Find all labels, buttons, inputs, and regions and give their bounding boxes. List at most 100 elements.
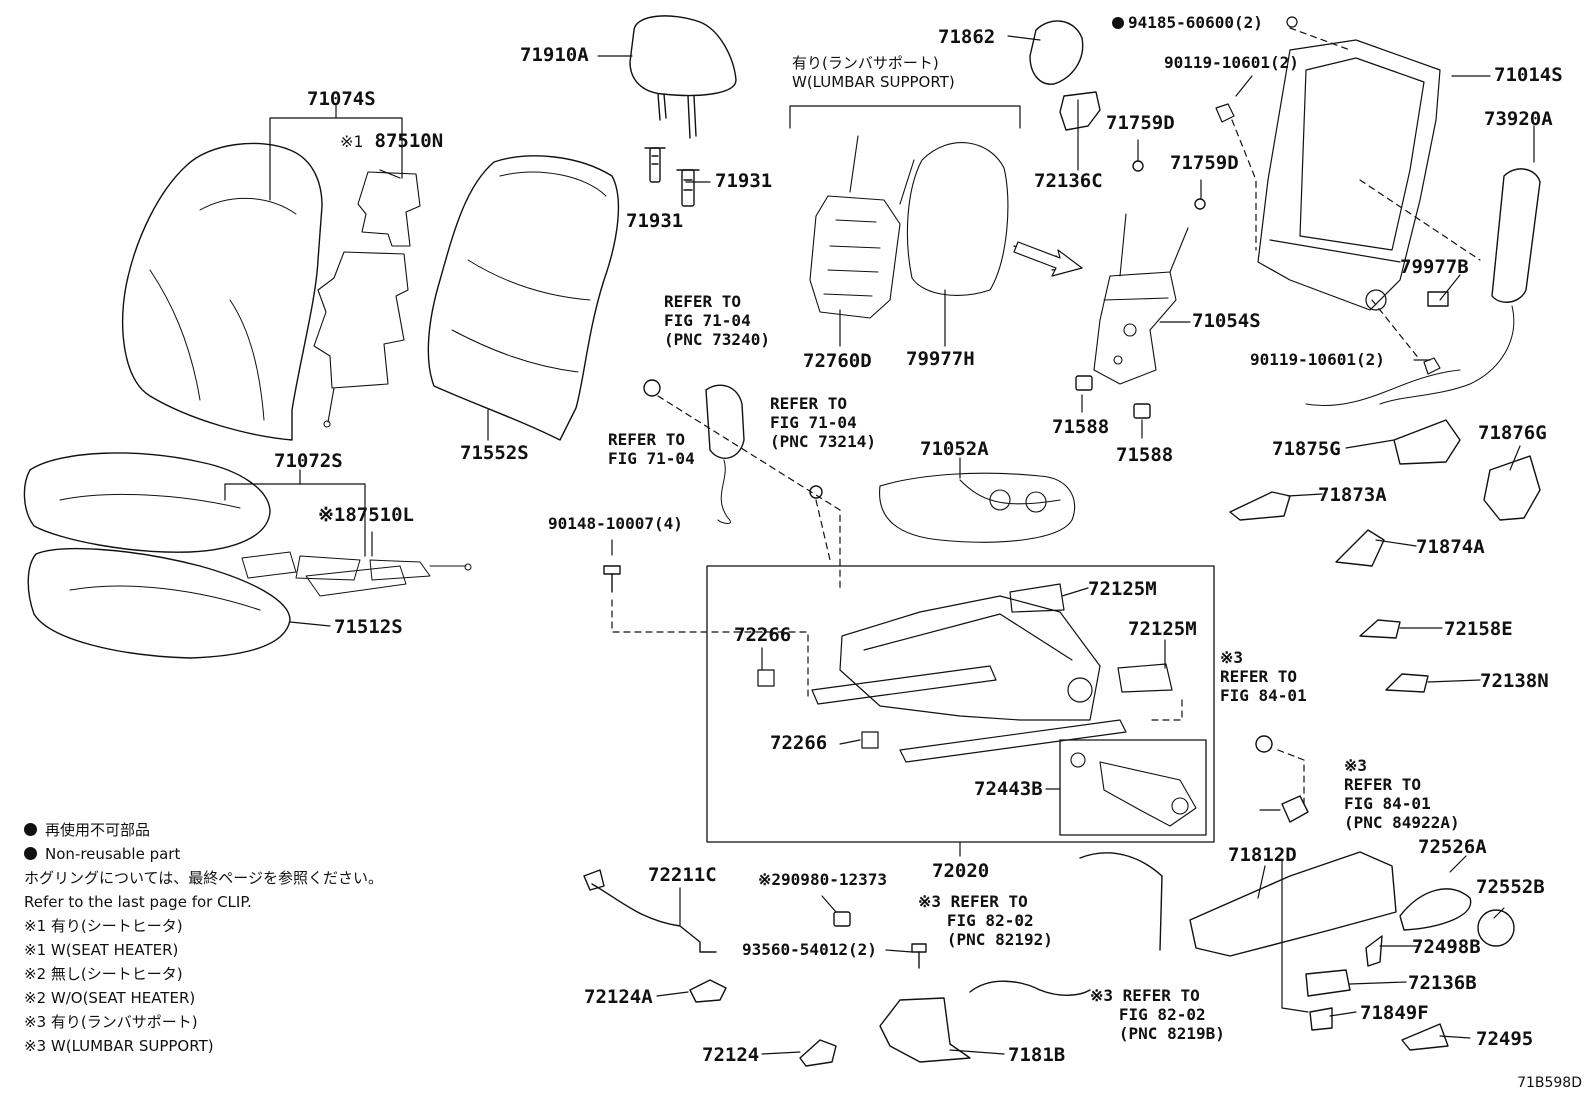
part-label-90148: 90148-10007(4) [548,514,683,533]
clip-90980-shape [833,911,851,927]
bolt-93560-shape [911,943,927,969]
part-72158e-shape [1359,619,1401,639]
grommet-b [809,485,823,499]
cushion-spring-frame-shape [879,472,1076,543]
cushion-heater-shape [241,551,472,597]
non-reusable-dot-icon [24,823,37,836]
72443b-detail-box [1059,739,1207,836]
part-label-71931-a: 71931 [715,170,773,192]
ref-note-73240[interactable]: REFER TO FIG 71-04 (PNC 73240) [664,292,770,349]
harness-right [1305,369,1461,407]
part-72136b-shape [1305,969,1351,997]
part-label-72266-b: 72266 [770,732,828,754]
part-label-94185-text: 94185-60600(2) [1128,13,1263,32]
legend-line-4: Refer to the last page for CLIP. [24,893,252,911]
legend-line-5: ※1 有り(シートヒータ) [24,917,183,935]
back-heater-shape [313,171,421,428]
part-label-71588-a: 71588 [1052,416,1110,438]
part-label-94185: 94185-60600(2) [1112,15,1263,31]
ref-note-8219B[interactable]: ※3 REFER TO FIG 82-02 (PNC 8219B) [1090,986,1225,1043]
part-71873a-shape [1229,491,1291,521]
part-label-72020: 72020 [932,860,990,882]
headrest-guides [644,147,700,207]
part-72124a-shape [689,979,727,1003]
knob-72552b-shape [1477,909,1515,947]
part-label-79977B: 79977B [1400,256,1469,278]
seatback-cover-shape [122,142,323,441]
seat-track-group-box [706,565,1215,843]
ref-note-84922A[interactable]: ※3 REFER TO FIG 84-01 (PNC 84922A) [1344,756,1460,832]
bolt-90148-shape [603,565,621,593]
part-label-71873A: 71873A [1318,484,1387,506]
part-71588-b [1133,403,1151,419]
part-label-71759D-a: 71759D [1106,112,1175,134]
part-label-72760D: 72760D [803,350,872,372]
ref-note-84-01-a[interactable]: ※3 REFER TO FIG 84-01 [1220,648,1307,705]
grommet-a [643,379,661,397]
part-label-71588-b: 71588 [1116,444,1174,466]
part-label-71812D: 71812D [1228,844,1297,866]
legend-row-2: Non-reusable part [24,842,383,866]
lumbar-header-en: W(LUMBAR SUPPORT) [792,73,955,91]
part-label-71862: 71862 [938,26,996,48]
seat-track-assembly-shape [757,583,1173,763]
legend-line-8: ※2 W/O(SEAT HEATER) [24,989,196,1007]
part-label-72266-a: 72266 [734,624,792,646]
bracket-7181b-shape [879,997,971,1063]
legend-line-2: Non-reusable part [45,845,181,863]
airbag-harness [1379,305,1515,405]
label-79977b-shape [1427,291,1449,307]
seatback-frame-shape [1215,16,1441,375]
buckle-harness [717,459,731,524]
legend-line-9: ※3 有り(ランバサポート) [24,1013,198,1031]
ref-note-82192[interactable]: ※3 REFER TO FIG 82-02 (PNC 82192) [918,892,1053,949]
legend-line-3: ホグリングについては、最終ページを参照ください。 [24,869,383,887]
part-72495-shape [1401,1023,1449,1051]
part-label-71910A: 71910A [520,44,589,66]
part-label-71875G: 71875G [1272,438,1341,460]
part-label-72136B: 72136B [1408,972,1477,994]
part-72498b-shape [1365,935,1383,967]
part-label-72124A: 72124A [584,986,653,1008]
part-label-71931-b: 71931 [626,210,684,232]
part-71875g-shape [1393,419,1461,465]
part-label-72125M-a: 72125M [1088,578,1157,600]
non-reusable-bullet-icon [1112,17,1124,29]
legend-line-10: ※3 W(LUMBAR SUPPORT) [24,1037,214,1055]
part-71876g-shape [1483,455,1541,521]
cover-72136c-shape [1059,91,1101,131]
legend-line-7: ※2 無し(シートヒータ) [24,965,183,983]
leader-lines [224,35,1535,1055]
airbag-73920a-shape [1491,168,1541,303]
dashed-lines [611,27,1481,805]
knob-72526a-shape [1399,888,1472,931]
part-label-87510L: ※187510L [318,504,414,526]
part-label-71552S: 71552S [460,442,529,464]
seatback-pad-shape [427,155,620,441]
part-label-71876G: 71876G [1478,422,1547,444]
part-label-71014S: 71014S [1494,64,1563,86]
part-71849f-shape [1309,1007,1333,1031]
part-label-72158E: 72158E [1444,618,1513,640]
part-label-71072S: 71072S [274,450,343,472]
part-72211c-shape [583,869,717,953]
ref-note-71-04[interactable]: REFER TO FIG 71-04 [608,430,695,468]
harness-82192-shape [969,980,1091,996]
side-cover-71812d-shape [1189,851,1397,957]
part-label-72552B: 72552B [1476,876,1545,898]
part-label-90119-a: 90119-10601(2) [1164,53,1299,72]
clip-84-01-a [1255,735,1273,753]
part-72443b-shape [1070,752,1197,827]
legend-row-1: 再使用不可部品 [24,818,383,842]
part-label-87510N-mark: ※1 [340,132,364,151]
part-label-7181B: 7181B [1008,1044,1066,1066]
clip-71759d-b [1194,198,1206,210]
part-label-90119-b: 90119-10601(2) [1250,350,1385,369]
part-71588-a [1075,375,1093,391]
ref-note-73214[interactable]: REFER TO FIG 71-04 (PNC 73214) [770,394,876,451]
part-label-87510N-text: 87510N [374,130,444,152]
lumbar-support-shape [809,135,1009,319]
part-label-71074S: 71074S [307,88,376,110]
